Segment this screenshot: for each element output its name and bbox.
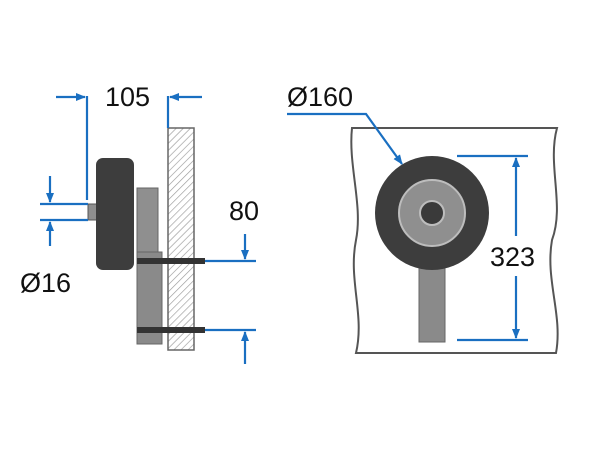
dimensions	[40, 93, 528, 364]
front-view	[350, 127, 559, 354]
side-view	[87, 127, 205, 351]
offset-label: 105	[105, 82, 150, 112]
cutaway-outline	[350, 127, 559, 354]
wheel-leader	[287, 112, 403, 165]
bracket-upper	[136, 187, 159, 253]
mounting-plate	[167, 127, 195, 351]
wheel-diameter-label: Ø160	[287, 82, 353, 112]
wheel-side	[96, 158, 134, 270]
axle-hole	[419, 200, 445, 226]
height-label: 323	[490, 242, 535, 272]
bolt-lower	[137, 327, 205, 333]
axle-diameter-label: Ø16	[20, 268, 71, 298]
spacing-label: 80	[229, 196, 259, 226]
stem	[418, 261, 446, 343]
axle-stub	[87, 203, 98, 221]
bolt-upper	[137, 258, 205, 264]
